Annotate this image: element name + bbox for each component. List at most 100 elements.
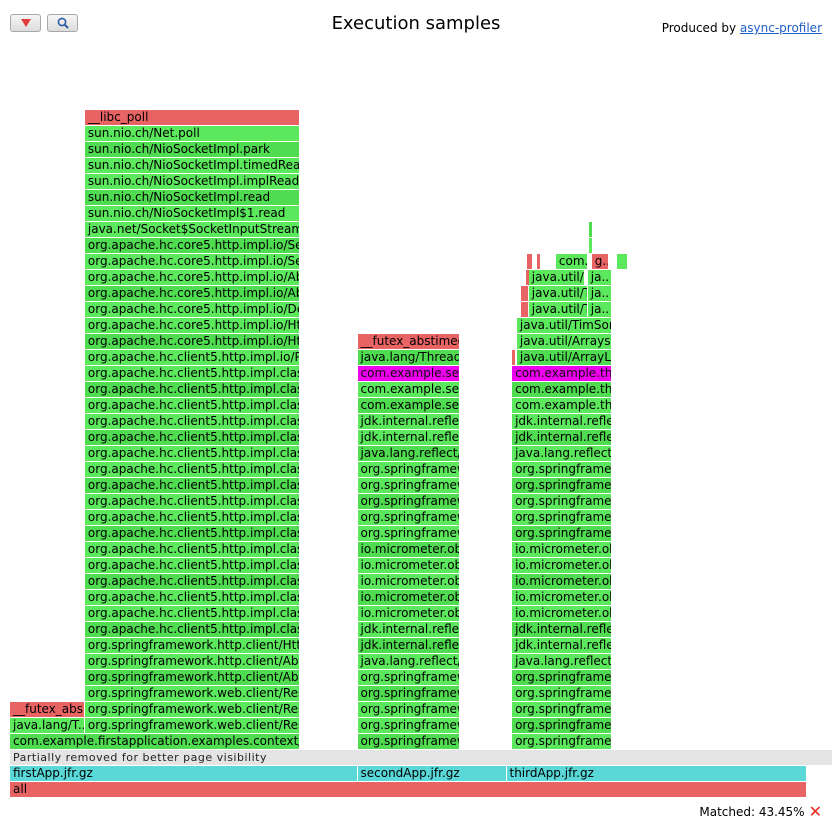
stack-frame[interactable]: org.springframework... <box>512 478 612 493</box>
stack-frame[interactable]: jdk.internal.reflect.. <box>512 430 612 445</box>
stack-frame[interactable]: org.springframework... <box>512 462 612 477</box>
stack-frame[interactable]: java.util/Ti.. <box>528 286 587 301</box>
stack-frame[interactable]: __futex_abstimed_wait_com.. <box>357 334 459 349</box>
stack-frame[interactable]: org.springframework... <box>512 510 612 525</box>
stack-frame[interactable]: org.apache.hc.core5.http.impl.io/HttpReq… <box>84 334 300 349</box>
stack-frame[interactable] <box>588 222 592 237</box>
stack-frame[interactable]: org.apache.hc.client5.http.impl.classic/… <box>84 494 300 509</box>
stack-frame[interactable] <box>527 254 532 269</box>
stack-frame[interactable]: org.springframework... <box>512 734 612 749</box>
stack-frame[interactable]: org.apache.hc.client5.http.impl.classic/… <box>84 478 300 493</box>
stack-frame[interactable]: org.springframework... <box>512 718 612 733</box>
stack-frame[interactable]: org.apache.hc.core5.http.impl.io/HttpReq… <box>84 318 300 333</box>
stack-frame[interactable]: io.micrometer.observ.. <box>512 558 612 573</box>
stack-frame[interactable]: com.example.thirdapp.. <box>512 382 612 397</box>
stack-frame[interactable]: com.example.thirdapp.. <box>512 366 612 381</box>
stack-frame[interactable]: org.springframework... <box>512 702 612 717</box>
stack-frame[interactable]: com.example.secondapplica.. <box>357 382 459 397</box>
stack-frame[interactable]: com.example.secondapplica.. <box>357 366 459 381</box>
stack-frame[interactable]: org.springframework.http.client/Abstract… <box>84 654 300 669</box>
stack-frame[interactable]: jdk.internal.reflect.. <box>512 638 612 653</box>
stack-frame[interactable]: org.springframework.aop.f.. <box>357 510 459 525</box>
stack-frame[interactable]: org.springframework.web.client/RestTempl… <box>84 702 300 717</box>
stack-frame[interactable]: io.micrometer.observ.. <box>512 542 612 557</box>
stack-frame[interactable] <box>536 254 540 269</box>
stack-frame[interactable]: org.apache.hc.client5.http.impl.classic/… <box>84 542 300 557</box>
stack-frame[interactable]: jdk.internal.reflect/Dele.. <box>357 638 459 653</box>
stack-frame[interactable]: jdk.internal.reflect/Gene.. <box>357 622 459 637</box>
stack-frame[interactable] <box>520 302 528 317</box>
stack-frame[interactable]: org.apache.hc.core5.http.impl.io/Abstrac… <box>84 286 300 301</box>
stack-frame[interactable]: org.springframework.web.client/RestTempl… <box>84 718 300 733</box>
stack-frame[interactable]: org.apache.hc.client5.http.impl.classic/… <box>84 622 300 637</box>
stack-frame[interactable]: org.springframework... <box>512 494 612 509</box>
stack-frame[interactable]: jdk.internal.reflect.. <box>512 414 612 429</box>
stack-frame[interactable]: org.springframework... <box>512 526 612 541</box>
stack-frame[interactable]: io.micrometer.observation.. <box>357 558 459 573</box>
stack-frame[interactable]: org.apache.hc.client5.http.impl.classic/… <box>84 510 300 525</box>
stack-frame[interactable]: io.micrometer.observation.. <box>357 574 459 589</box>
stack-frame[interactable]: org.apache.hc.client5.http.impl.classic/… <box>84 414 300 429</box>
stack-frame[interactable]: sun.nio.ch/NioSocketImpl.park <box>84 142 300 157</box>
stack-frame[interactable] <box>588 238 592 253</box>
close-x-icon[interactable]: ✕ <box>808 802 822 821</box>
reverse-button[interactable] <box>10 14 41 32</box>
stack-frame[interactable]: ja.. <box>587 302 612 317</box>
stack-frame[interactable]: org.apache.hc.core5.http.impl.io/Session… <box>84 238 300 253</box>
stack-frame[interactable]: sun.nio.ch/NioSocketImpl.read <box>84 190 300 205</box>
stack-frame[interactable]: sun.nio.ch/NioSocketImpl.timedRead <box>84 158 300 173</box>
async-profiler-link[interactable]: async-profiler <box>739 21 822 35</box>
root-frame[interactable]: all <box>10 782 806 797</box>
stack-frame[interactable]: io.micrometer.observ.. <box>512 606 612 621</box>
stack-frame[interactable]: org.springframework.aop.f.. <box>357 734 459 749</box>
stack-frame[interactable]: java.util/Arrays.sort <box>516 334 612 349</box>
stack-frame[interactable] <box>512 350 516 365</box>
stack-frame[interactable] <box>520 286 528 301</box>
stack-frame[interactable]: com.example.thirdapp.. <box>512 398 612 413</box>
stack-frame[interactable]: org.apache.hc.client5.http.impl.classic/… <box>84 558 300 573</box>
stack-frame[interactable]: java.net/Socket$SocketInputStream.read <box>84 222 300 237</box>
stack-frame[interactable]: java.lang.reflect/Me.. <box>512 654 612 669</box>
stack-frame[interactable]: java.util/TimSort.s.. <box>516 318 612 333</box>
stack-frame[interactable]: jdk.internal.reflect.. <box>512 622 612 637</box>
search-button[interactable] <box>47 14 78 32</box>
stack-frame[interactable]: java.util/Ti.. <box>528 302 587 317</box>
stack-frame[interactable]: java.lang.reflect/Method... <box>357 654 459 669</box>
stack-frame[interactable]: org.apache.hc.client5.http.impl.classic/… <box>84 574 300 589</box>
file-frame[interactable]: firstApp.jfr.gz <box>10 766 357 781</box>
stack-frame[interactable]: io.micrometer.observation.. <box>357 542 459 557</box>
stack-frame[interactable]: jdk.internal.reflect/Gene.. <box>357 414 459 429</box>
stack-frame[interactable]: org.apache.hc.core5.http.impl.io/Abstrac… <box>84 270 300 285</box>
stack-frame[interactable]: java.lang/Thread.sleep <box>357 350 459 365</box>
stack-frame[interactable]: com.example.firstapplication.examples.co… <box>10 734 300 749</box>
stack-frame[interactable]: org.apache.hc.client5.http.impl.classic/… <box>84 398 300 413</box>
stack-frame[interactable]: org.apache.hc.client5.http.impl.io/Pooli… <box>84 350 300 365</box>
stack-frame[interactable]: ja.. <box>587 286 612 301</box>
stack-frame[interactable]: org.apache.hc.client5.http.impl.classic/… <box>84 446 300 461</box>
stack-frame[interactable]: org.apache.hc.client5.http.impl.classic/… <box>84 462 300 477</box>
stack-frame[interactable]: java.lang.reflect/Method... <box>357 446 459 461</box>
stack-frame[interactable]: org.springframework.web.client/RestTempl… <box>84 686 300 701</box>
stack-frame[interactable]: io.micrometer.observation.. <box>357 590 459 605</box>
stack-frame[interactable]: java.lang/T.. <box>10 718 84 733</box>
stack-frame[interactable]: jdk.internal.reflect/Dele.. <box>357 430 459 445</box>
stack-frame[interactable] <box>525 270 529 285</box>
stack-frame[interactable]: org.apache.hc.client5.http.impl.classic/… <box>84 606 300 621</box>
stack-frame[interactable]: org.apache.hc.client5.http.impl.classic/… <box>84 366 300 381</box>
stack-frame[interactable]: java.util/.. <box>528 270 584 285</box>
stack-frame[interactable]: sun.nio.ch/Net.poll <box>84 126 300 141</box>
stack-frame[interactable]: org.springframework.aop.f.. <box>357 718 459 733</box>
stack-frame[interactable]: org.springframework.aop.a.. <box>357 702 459 717</box>
stack-frame[interactable]: org.springframework.http.client/Abstract… <box>84 670 300 685</box>
stack-frame[interactable] <box>617 254 628 269</box>
stack-frame[interactable]: org.springframework.aop.a.. <box>357 670 459 685</box>
stack-frame[interactable]: java.lang.reflect/Me.. <box>512 446 612 461</box>
file-frame[interactable]: thirdApp.jfr.gz <box>506 766 806 781</box>
file-frame[interactable]: secondApp.jfr.gz <box>357 766 506 781</box>
stack-frame[interactable]: __futex_abs.. <box>10 702 84 717</box>
stack-frame[interactable]: org.springframework... <box>512 670 612 685</box>
stack-frame[interactable]: org.apache.hc.client5.http.impl.classic/… <box>84 382 300 397</box>
stack-frame[interactable]: com.. <box>555 254 587 269</box>
stack-frame[interactable]: org.springframework.aop.a.. <box>357 526 459 541</box>
stack-frame[interactable]: io.micrometer.observ.. <box>512 574 612 589</box>
